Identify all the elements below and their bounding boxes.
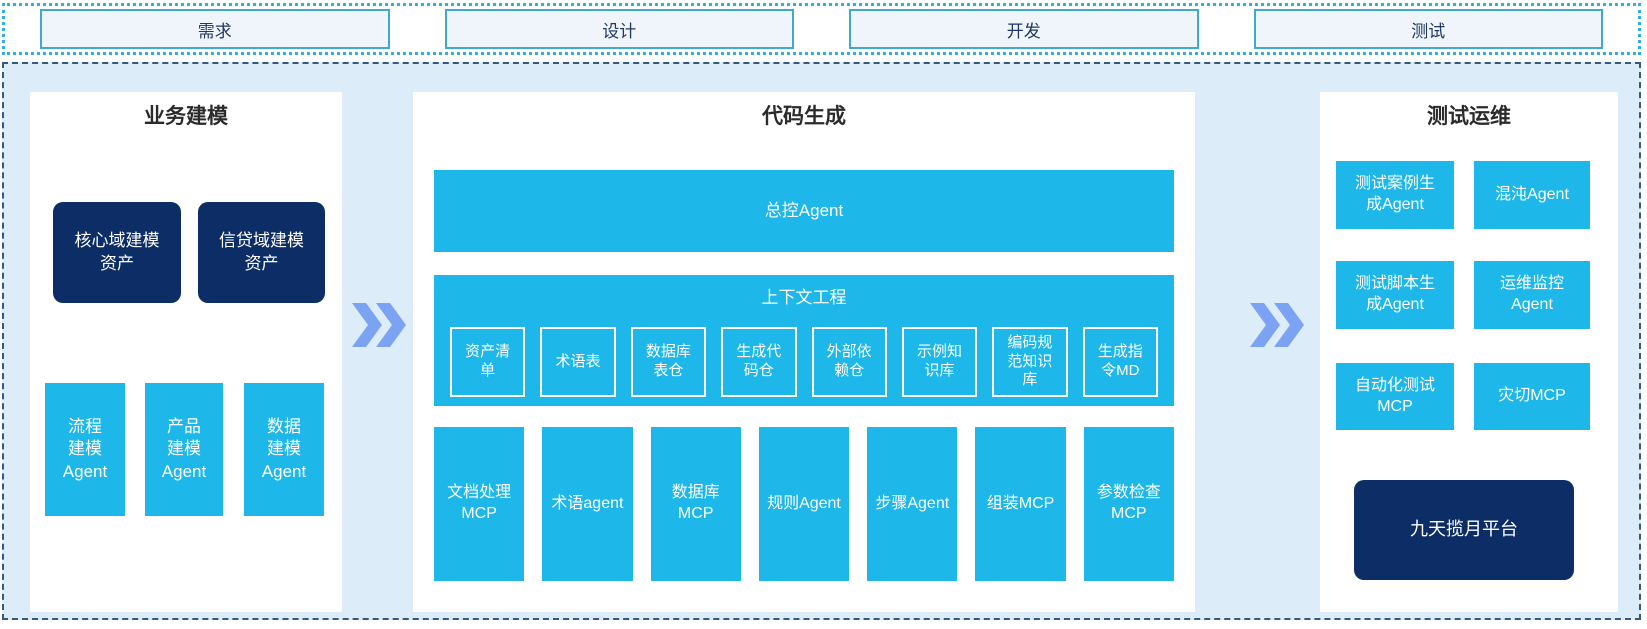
phase-strip: 需求 设计 开发 测试 xyxy=(2,3,1641,55)
tool-row: 文档处理 MCP 术语agent 数据库 MCP 规则Agent 步骤Agent… xyxy=(434,427,1174,581)
node-coding-standard-kb: 编码规 范知识 库 xyxy=(992,327,1068,397)
node-database-mcp: 数据库 MCP xyxy=(650,427,741,581)
panel-title-code-generation: 代码生成 xyxy=(762,105,846,128)
panel-business-modeling: 业务建模 核心域建模 资产 信贷域建模 资产 流程 建模 Agent 产品 建模… xyxy=(30,92,342,612)
node-core-domain-assets: 核心域建模 资产 xyxy=(53,202,181,303)
node-test-case-gen-agent: 测试案例生 成Agent xyxy=(1336,161,1454,229)
node-external-deps-repo: 外部依 赖仓 xyxy=(811,327,887,397)
node-glossary: 术语表 xyxy=(540,327,616,397)
node-test-script-gen-agent: 测试脚本生 成Agent xyxy=(1336,261,1454,329)
main-container: 业务建模 核心域建模 资产 信贷域建模 资产 流程 建模 Agent 产品 建模… xyxy=(2,62,1641,620)
panel-title-test-ops: 测试运维 xyxy=(1427,105,1511,128)
node-terminology-agent: 术语agent xyxy=(542,427,633,581)
node-jiutian-lanyue-platform: 九天揽月平台 xyxy=(1354,480,1574,580)
panel-test-ops: 测试运维 测试案例生 成Agent 混沌Agent 测试脚本生 成Agent 运… xyxy=(1320,92,1618,612)
node-generated-code-repo: 生成代 码仓 xyxy=(721,327,797,397)
node-master-agent: 总控Agent xyxy=(434,170,1174,252)
panel-code-generation: 代码生成 总控Agent 上下文工程 资产清 单 术语表 数据库 表仓 生成代 … xyxy=(413,92,1195,612)
node-param-check-mcp: 参数检查 MCP xyxy=(1083,427,1174,581)
node-ops-monitoring-agent: 运维监控 Agent xyxy=(1474,261,1590,329)
node-assembly-mcp: 组装MCP xyxy=(975,427,1066,581)
node-asset-list: 资产清 单 xyxy=(450,327,526,397)
node-doc-processing-mcp: 文档处理 MCP xyxy=(434,427,525,581)
chevron-double-right-icon xyxy=(1250,303,1304,347)
node-data-modeling-agent: 数据 建模 Agent xyxy=(244,383,324,516)
node-disaster-switch-mcp: 灾切MCP xyxy=(1474,363,1590,430)
node-db-table-repo: 数据库 表仓 xyxy=(630,327,707,397)
phase-box-design: 设计 xyxy=(444,9,794,49)
phase-box-testing: 测试 xyxy=(1253,9,1603,49)
phase-box-requirements: 需求 xyxy=(40,9,390,49)
phase-box-development: 开发 xyxy=(849,9,1199,49)
node-credit-domain-assets: 信贷域建模 资产 xyxy=(198,202,325,303)
node-generation-instruction-md: 生成指 令MD xyxy=(1082,327,1158,397)
node-automated-test-mcp: 自动化测试 MCP xyxy=(1336,363,1454,430)
context-engineering-title: 上下文工程 xyxy=(761,288,847,307)
node-rule-agent: 规则Agent xyxy=(758,427,850,581)
node-step-agent: 步骤Agent xyxy=(867,427,958,581)
node-product-modeling-agent: 产品 建模 Agent xyxy=(145,383,223,516)
node-process-modeling-agent: 流程 建模 Agent xyxy=(45,383,125,516)
context-engineering-items: 资产清 单 术语表 数据库 表仓 生成代 码仓 外部依 赖仓 示例知 识库 编码… xyxy=(450,327,1158,397)
context-engineering-section: 上下文工程 资产清 单 术语表 数据库 表仓 生成代 码仓 外部依 赖仓 示例知… xyxy=(434,275,1174,406)
node-example-knowledge-base: 示例知 识库 xyxy=(901,327,978,397)
chevron-double-right-icon xyxy=(352,303,406,347)
panel-title-business-modeling: 业务建模 xyxy=(144,105,228,128)
node-chaos-agent: 混沌Agent xyxy=(1474,161,1590,229)
